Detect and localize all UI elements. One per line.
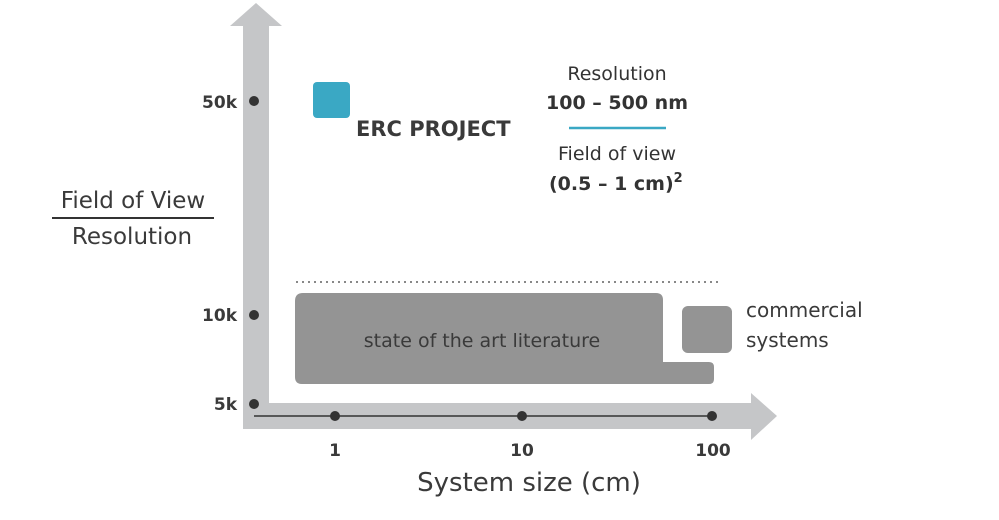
y-axis-shaft bbox=[243, 24, 269, 428]
y-tick-dot-10k bbox=[249, 310, 259, 320]
literature-label: state of the art literature bbox=[364, 330, 600, 352]
y-tick-label-5k: 5k bbox=[214, 395, 238, 415]
x-tick-dot-1 bbox=[330, 411, 340, 421]
erc-project-marker bbox=[313, 82, 350, 118]
y-tick-dot-5k bbox=[249, 399, 259, 409]
resolution-value: 100 – 500 nm bbox=[546, 92, 688, 114]
y-axis bbox=[230, 3, 282, 428]
x-tick-label-1: 1 bbox=[329, 441, 341, 461]
resolution-label: Resolution bbox=[567, 63, 666, 85]
literature-region bbox=[295, 293, 714, 384]
erc-project-label: ERC PROJECT bbox=[356, 117, 511, 141]
y-tick-label-10k: 10k bbox=[202, 306, 238, 326]
fov-value-exponent: 2 bbox=[674, 171, 683, 186]
x-tick-dot-10 bbox=[517, 411, 527, 421]
fov-value-base: (0.5 – 1 cm) bbox=[549, 173, 674, 195]
x-tick-label-100: 100 bbox=[695, 441, 731, 461]
y-axis-title-denominator: Resolution bbox=[72, 224, 192, 250]
fov-value: (0.5 – 1 cm)2 bbox=[549, 171, 683, 195]
x-tick-label-10: 10 bbox=[510, 441, 534, 461]
y-axis-arrowhead bbox=[230, 3, 282, 26]
y-tick-label-50k: 50k bbox=[202, 93, 238, 113]
x-axis-arrowhead bbox=[751, 393, 777, 440]
commercial-label-line1: commercial bbox=[746, 298, 863, 322]
fov-label: Field of view bbox=[558, 143, 676, 165]
erc-specs: Resolution 100 – 500 nm Field of view (0… bbox=[546, 63, 688, 195]
x-axis bbox=[243, 393, 777, 440]
commercial-label-line2: systems bbox=[746, 328, 829, 352]
x-axis-title: System size (cm) bbox=[417, 468, 641, 498]
y-tick-dot-50k bbox=[249, 96, 259, 106]
y-axis-title-numerator: Field of View bbox=[61, 188, 205, 214]
y-axis-title: Field of View Resolution bbox=[52, 188, 214, 250]
x-tick-dot-100 bbox=[707, 411, 717, 421]
commercial-systems-marker bbox=[682, 306, 732, 353]
